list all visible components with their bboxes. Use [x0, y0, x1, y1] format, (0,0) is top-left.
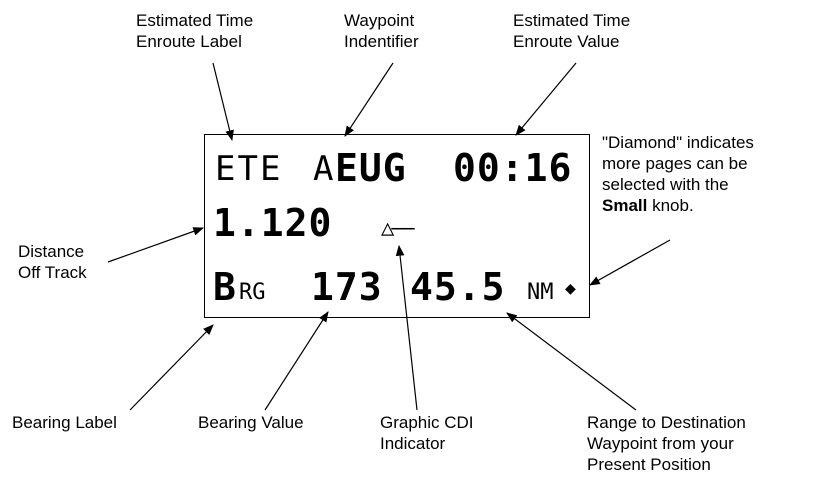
callout-ete-value-line2: Enroute Value: [513, 32, 620, 51]
callout-ete-label-line1: Estimated Time: [136, 11, 254, 30]
callout-graphic-cdi: Graphic CDI Indicator: [380, 412, 474, 454]
leader-diamond: [589, 239, 671, 286]
lcd-cdi-indicator: △——: [381, 216, 415, 241]
lcd-bearing-label-b: B: [213, 265, 237, 309]
callout-range-line1: Range to Destination: [587, 413, 746, 432]
callout-bearing-label-line1: Bearing Label: [12, 413, 117, 432]
leader-ete-label: [212, 62, 234, 142]
callout-diamond: "Diamond" indicates more pages can be se…: [602, 132, 754, 216]
callout-distance-line1: Distance: [18, 242, 85, 261]
lcd-waypoint-id: EUG: [335, 146, 407, 190]
callout-range: Range to Destination Waypoint from your …: [587, 412, 746, 475]
lcd-distance-off-track: 1.120: [213, 201, 333, 245]
callout-diamond-knob-word: knob.: [647, 196, 694, 215]
callout-range-line3: Present Position: [587, 455, 711, 474]
callout-ete-value: Estimated Time Enroute Value: [513, 10, 630, 52]
callout-ete-label: Estimated Time Enroute Label: [136, 10, 253, 52]
callout-waypoint-id-line1: Waypoint: [344, 11, 415, 30]
lcd-range-unit: NM: [527, 280, 554, 305]
callout-bearing-label: Bearing Label: [12, 412, 117, 433]
lcd-display: ETE A EUG 00:16 1.120 △—— B RG 173 45.5 …: [204, 134, 590, 318]
leader-ete-value: [515, 62, 577, 136]
callout-graphic-cdi-line1: Graphic CDI: [380, 413, 474, 432]
leader-cdi: [395, 244, 418, 411]
callout-diamond-line1: "Diamond" indicates: [602, 133, 754, 152]
callout-waypoint-id-line2: Indentifier: [344, 32, 419, 51]
callout-diamond-line4: Small knob.: [602, 195, 754, 216]
leader-distance-off-track: [107, 227, 205, 263]
callout-distance-line2: Off Track: [18, 263, 87, 282]
callout-diamond-line2: more pages can be: [602, 154, 748, 173]
leader-bearing-label: [129, 324, 214, 411]
callout-waypoint-id: Waypoint Indentifier: [344, 10, 419, 52]
callout-distance-off-track: Distance Off Track: [18, 241, 87, 283]
lcd-ete-label: ETE: [215, 149, 283, 189]
leader-bearing-value: [264, 311, 329, 411]
callout-ete-value-line1: Estimated Time: [513, 11, 631, 30]
lcd-range-value: 45.5: [410, 265, 506, 309]
callout-ete-label-line2: Enroute Label: [136, 32, 242, 51]
lcd-diamond-icon: ◆: [565, 278, 576, 299]
lcd-waypoint-prefix: A: [313, 149, 336, 189]
callout-bearing-value-line1: Bearing Value: [198, 413, 304, 432]
callout-diamond-small-word: Small: [602, 196, 648, 215]
lcd-bearing-label-rg: RG: [239, 280, 266, 305]
callout-diamond-line3: selected with the: [602, 175, 729, 194]
lcd-bearing-value: 173: [311, 265, 383, 309]
callout-range-line2: Waypoint from your: [587, 434, 734, 453]
callout-bearing-value: Bearing Value: [198, 412, 304, 433]
lcd-ete-value: 00:16: [453, 146, 573, 190]
leader-waypoint-id: [344, 62, 394, 137]
callout-graphic-cdi-line2: Indicator: [380, 434, 446, 453]
leader-range: [506, 312, 637, 411]
